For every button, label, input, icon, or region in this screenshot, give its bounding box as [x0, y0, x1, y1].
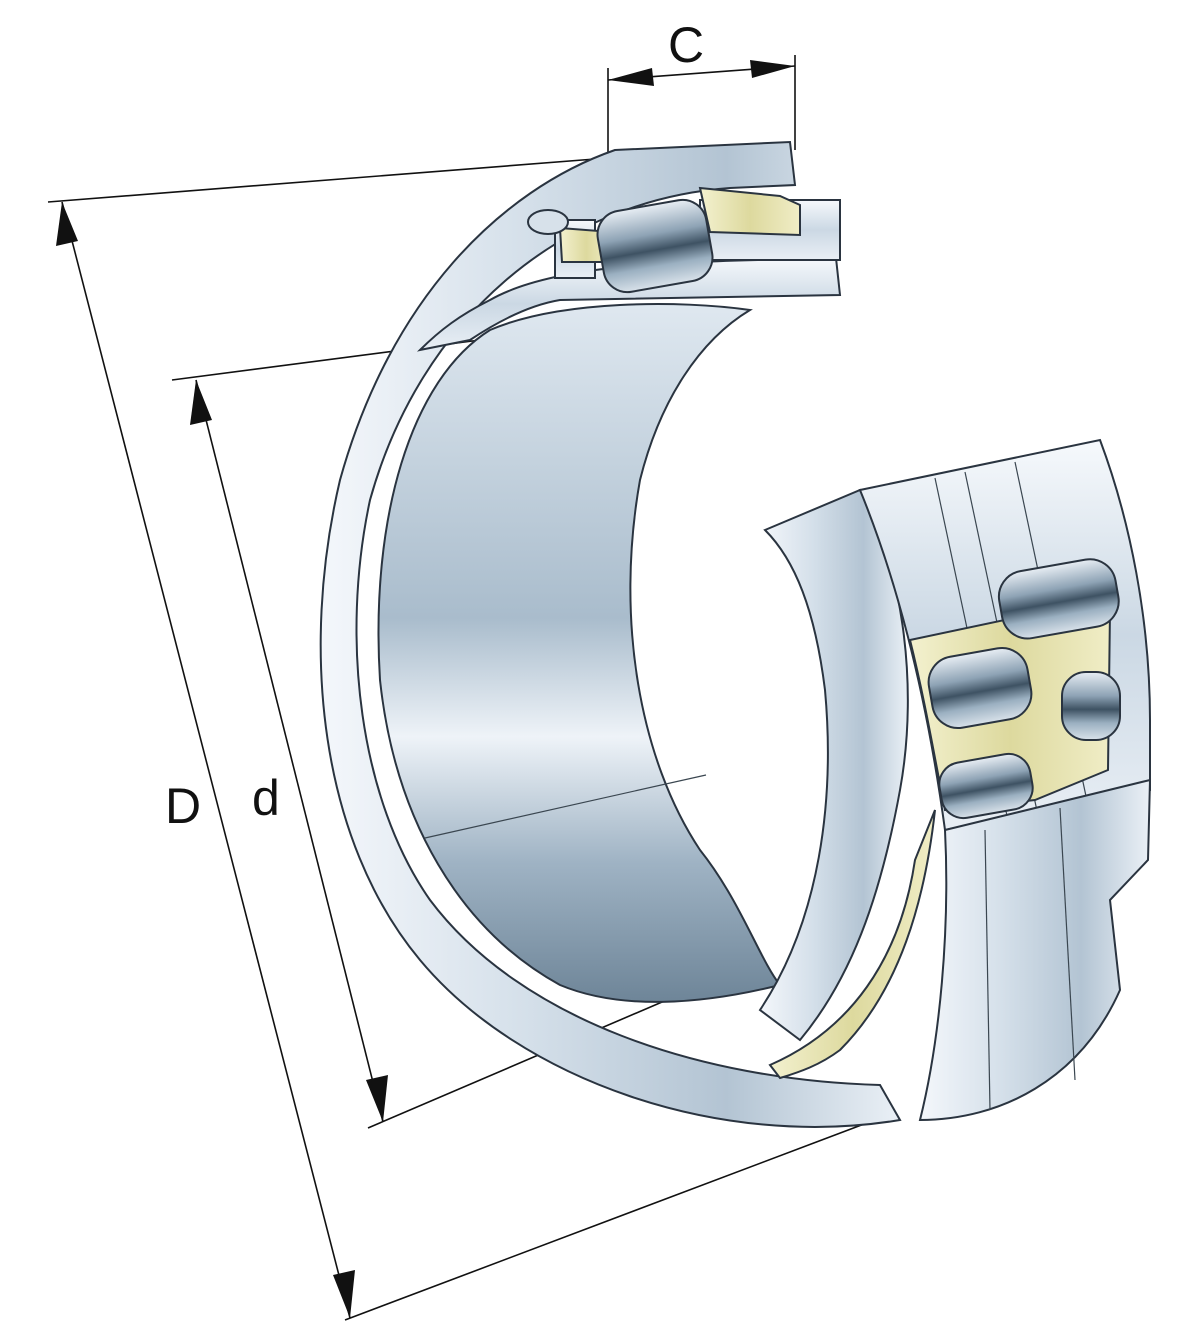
dimension-lines	[47, 55, 881, 1321]
inner-ring-front	[918, 778, 1152, 1122]
label-inner-diameter: d	[252, 770, 280, 826]
bearing-body	[319, 140, 1152, 1128]
label-outer-diameter: D	[165, 778, 201, 834]
outer-ring-right	[758, 488, 909, 1042]
label-width: C	[668, 17, 704, 73]
outer-ring	[319, 140, 902, 1128]
top-section	[527, 186, 841, 294]
inner-bore	[377, 303, 782, 1003]
roller-right-3	[1061, 671, 1121, 741]
roller-right-1	[997, 558, 1120, 640]
roller-top-1	[596, 198, 714, 294]
roller-right-4	[938, 752, 1034, 820]
roller-right-2	[927, 646, 1033, 730]
right-section	[758, 438, 1152, 1122]
cage-bottom	[768, 809, 936, 1080]
